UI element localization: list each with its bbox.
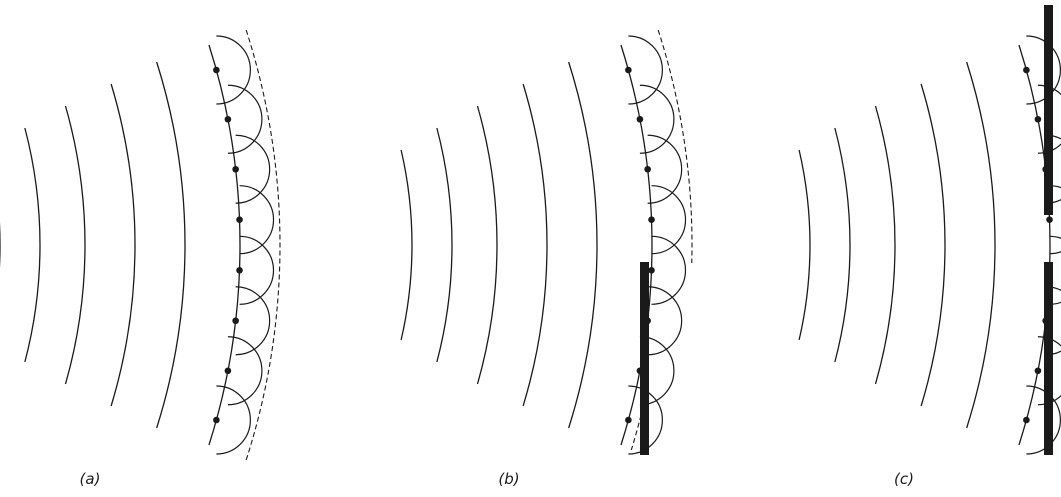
barrier-upper [1044, 5, 1053, 215]
huygens-wavelet [235, 134, 271, 204]
huygens-wavelet [1045, 286, 1061, 356]
secondary-source-dot [636, 115, 644, 123]
huygens-wavelet [1045, 134, 1061, 204]
secondary-source-dot [625, 66, 632, 74]
panel-a-free-wavefront [0, 29, 281, 461]
secondary-source-dot [625, 416, 632, 424]
panel-b-label: (b) [498, 470, 520, 488]
incoming-wavefront [966, 61, 996, 429]
incoming-wavefront [110, 83, 136, 407]
huygens-wavelet [239, 185, 275, 255]
incoming-wavefront [64, 105, 86, 385]
huygens-wavelet [1026, 385, 1061, 455]
primary-wavefront [1018, 44, 1051, 446]
incoming-wavefront [24, 127, 41, 363]
incoming-wavefront [798, 149, 811, 341]
huygens-wavelet [628, 35, 663, 105]
huygens-wavelet [239, 235, 275, 305]
incoming-wavefront [920, 83, 946, 407]
incoming-wavefront [476, 105, 498, 385]
secondary-source-dot [1034, 367, 1042, 375]
secondary-source-dot [213, 416, 220, 424]
panel-c-label: (c) [894, 470, 914, 488]
huygens-wavelet [216, 35, 251, 105]
barrier-edge [640, 262, 649, 455]
huygens-wavelet [639, 336, 675, 406]
secondary-source-dot [213, 66, 220, 74]
incoming-wavefront [436, 127, 453, 363]
incoming-wavefront [156, 61, 186, 429]
panel-c-slit-barrier [798, 5, 1061, 455]
panel-a-label: (a) [79, 470, 101, 488]
huygens-wavelet [227, 84, 263, 154]
secondary-source-dot [232, 317, 239, 325]
new-wavefront-envelope [245, 29, 281, 461]
incoming-wavefront [522, 83, 548, 407]
secondary-source-dot [236, 267, 243, 274]
secondary-source-dot [1023, 66, 1030, 74]
barrier-lower [1044, 262, 1053, 455]
primary-wavefront [208, 44, 241, 446]
secondary-source-dot [648, 267, 655, 274]
secondary-source-dot [1034, 115, 1042, 123]
secondary-source-dot [1023, 416, 1030, 424]
secondary-source-dot [224, 367, 232, 375]
incoming-wavefront [400, 149, 413, 341]
huygens-wavelet [651, 185, 687, 255]
huygens-wavelet [227, 336, 263, 406]
primary-wavefront [620, 44, 653, 446]
huygens-wavelet [235, 286, 271, 356]
incoming-wavefront [874, 105, 896, 385]
secondary-source-dot [1046, 216, 1053, 223]
huygens-wavelet [1026, 35, 1061, 105]
secondary-source-dot [224, 115, 232, 123]
secondary-source-dot [644, 165, 651, 173]
incoming-wavefront [834, 127, 851, 363]
incoming-wavefront [568, 61, 598, 429]
new-wavefront-envelope [657, 29, 693, 264]
secondary-source-dot [232, 165, 239, 173]
huygens-wavelet [647, 134, 683, 204]
huygens-wavelet [216, 385, 251, 455]
huygens-wavelet [639, 84, 675, 154]
blocked-envelope-tail [630, 414, 642, 451]
panel-b-edge-barrier [400, 29, 693, 455]
huygens-wavelet [651, 235, 687, 305]
secondary-source-dot [236, 216, 243, 223]
huygens-wavelet [647, 286, 683, 356]
secondary-source-dot [648, 216, 655, 223]
